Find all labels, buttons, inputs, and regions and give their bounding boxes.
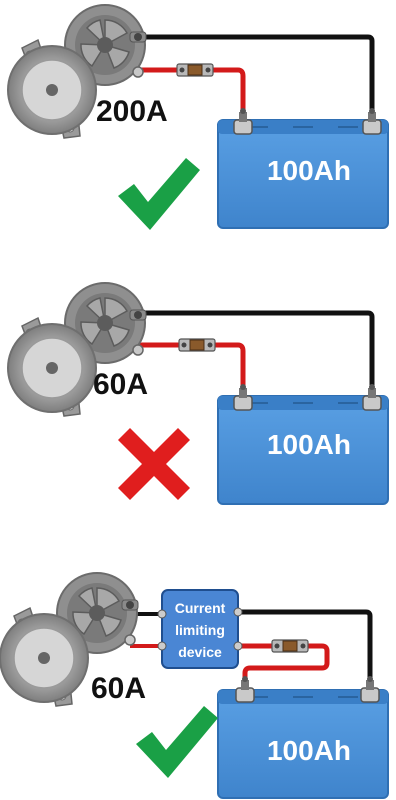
positive-cable	[139, 342, 246, 397]
fuse	[271, 639, 309, 653]
alternator-rating-2: 60A	[93, 368, 148, 401]
check-icon	[136, 706, 218, 778]
negative-cable	[143, 310, 375, 397]
alternator-rating-3: 60A	[91, 672, 146, 705]
negative-terminal	[362, 107, 382, 135]
scenario-2: 60A 100Ah	[7, 282, 389, 505]
device-label-line-3: device	[178, 644, 222, 660]
positive-cable	[235, 643, 330, 688]
alternator-rating-1: 200A	[96, 95, 168, 128]
negative-cable	[143, 34, 375, 121]
negative-terminal	[362, 383, 382, 411]
positive-terminal	[233, 383, 253, 411]
current-limiting-device: Current limiting device	[157, 589, 243, 669]
cross-icon	[118, 428, 190, 500]
scenario-3: 60A Current limiting device 100Ah	[0, 572, 389, 799]
battery-capacity-1: 100Ah	[267, 155, 351, 186]
battery-capacity-2: 100Ah	[267, 429, 351, 460]
negative-terminal	[360, 675, 380, 703]
positive-terminal	[233, 107, 253, 135]
battery-capacity-3: 100Ah	[267, 735, 351, 766]
positive-terminal	[235, 675, 255, 703]
fuse	[178, 338, 216, 352]
device-label-line-1: Current	[175, 600, 226, 616]
positive-cable	[139, 67, 246, 121]
check-icon	[118, 158, 200, 230]
fuse	[176, 63, 214, 77]
device-label-line-2: limiting	[175, 622, 225, 638]
negative-cable	[235, 609, 373, 688]
scenario-1: 200A 100Ah	[7, 4, 389, 230]
